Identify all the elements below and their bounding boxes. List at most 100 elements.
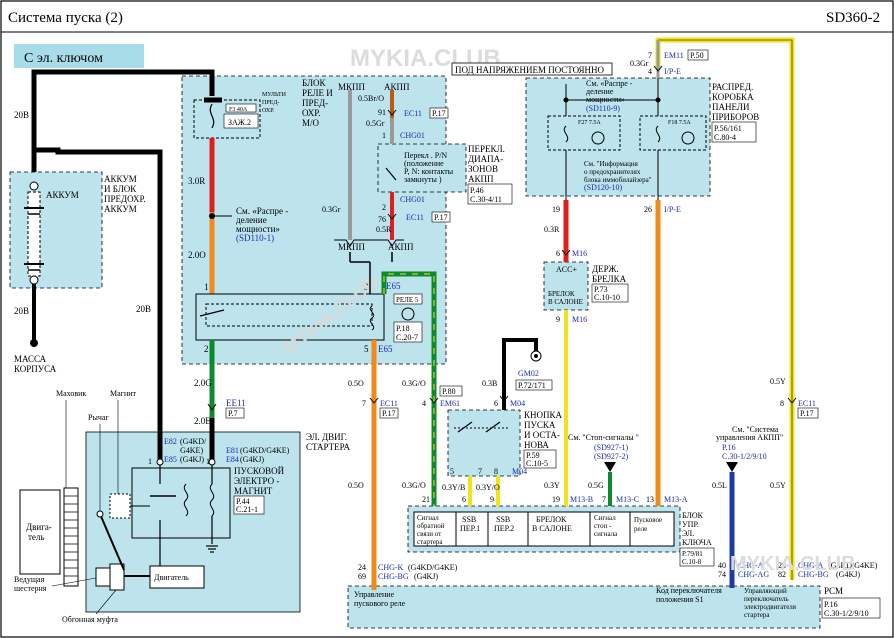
conn-ec11-pcm-ref: P.17	[800, 409, 814, 418]
wire-label-0.3b: 0.3B	[482, 379, 497, 388]
inhibitor-name-3: ЗОНОВ	[468, 164, 498, 174]
stop-group: См. "Стоп-сигналы " (SD927-1) (SD927-2) …	[568, 433, 688, 506]
conn-e82: E82	[164, 437, 177, 446]
relay5-ref-2: C.20-7	[396, 333, 418, 342]
conn-m13b: M13-B	[570, 495, 593, 504]
instrument-ref-2: C.80-4	[714, 133, 736, 142]
pin-5-button: 5	[450, 467, 454, 476]
conn-chg01-bottom: CHG01	[400, 195, 425, 204]
fuse-rating-box	[225, 103, 257, 113]
fob-in-car-2: В САЛОНЕ	[548, 298, 583, 306]
wire-0.5y-outline	[658, 39, 793, 580]
start-button-box	[447, 409, 521, 477]
fob-ref-1: P.73	[594, 285, 608, 294]
pin-7-button: 7	[478, 467, 482, 476]
battery-box-label-1: АККУМ	[104, 174, 137, 184]
fuse-f27-label: F27 7.5A	[578, 120, 601, 126]
button-ref-2: C.10-5	[526, 459, 548, 468]
battery-box-label-3: ПРЕДОХР.	[104, 194, 146, 204]
pinion-gear	[95, 567, 111, 587]
stop-arrow-icon	[604, 462, 616, 472]
instrument-name-4: ПРИБОРОВ	[712, 112, 759, 122]
battery-label: АККУМ	[46, 190, 79, 200]
conn-chg-ag: CHG-AG	[738, 570, 769, 579]
lever-label: Рычаг	[88, 413, 109, 422]
ecu-cell-5-line-3: сигнала	[594, 530, 618, 538]
clutch-label: Обгонная муфта	[62, 615, 118, 624]
battery-terminal-bottom	[29, 275, 39, 285]
ecu-cell-2-line-2: ПЕР.1	[460, 524, 480, 533]
wire-0.3g-o-stripe	[383, 273, 435, 506]
instrument-see-2: деление	[586, 87, 614, 96]
battery-group: АККУМ АККУМ И БЛОК ПРЕДОХР. АККУМ МАССА …	[14, 69, 215, 460]
start-button-group: GM02 P.72/171 0.3B 6 M04 КНОПКА ПУСКА И …	[442, 338, 563, 506]
button-name-1: КНОПКА	[524, 410, 563, 420]
conn-ec11-pcm: EC11	[798, 399, 816, 408]
wire-battery-starter	[34, 147, 163, 460]
pin-6-button: 6	[494, 399, 498, 408]
fuse-f18-box	[639, 115, 707, 151]
relay5-icon	[401, 307, 415, 321]
wire-0.3b	[502, 338, 538, 410]
relay-block-label-5: М/О	[302, 118, 320, 128]
fuse-f27-icon	[591, 131, 605, 145]
conn-e65-top: E65	[386, 281, 401, 291]
pin-21: 21	[422, 495, 430, 504]
pinion-leader	[51, 577, 97, 587]
instrument-name-2: КОРОБКА	[712, 92, 754, 102]
wire-label-0.5o-a: 0.5O	[348, 379, 364, 388]
ecu-ref-1: P.79/81	[682, 550, 703, 558]
pin-82: 82	[778, 570, 786, 579]
inhibitor-name-1: ПЕРЕКЛ.	[468, 144, 505, 154]
inhibitor-ref-1: P.46	[470, 186, 484, 195]
starter-pin-battery: 1	[148, 457, 152, 466]
ecu-inner	[413, 511, 675, 547]
engine-label-1: Двига-	[26, 522, 52, 532]
pin-7-lower: 7	[362, 399, 366, 408]
conn-chg-k-engine: (G4KD/G4KE)	[408, 563, 458, 572]
solenoid-box	[131, 467, 231, 539]
pin-91: 91	[378, 108, 386, 117]
inhibitor-switch-3: P, N: контакты	[404, 167, 454, 176]
solenoid-ref-1: P.44	[236, 497, 250, 506]
pin-74: 74	[718, 570, 726, 579]
see-power-1: См. «Распре -	[236, 206, 288, 216]
ecu-cell-4-line-1: БРЕЛОК	[536, 515, 567, 524]
pcm-ref-box	[821, 597, 881, 619]
conn-chg-a2: CHG-A	[798, 561, 824, 570]
conn-chg-k: CHG-K	[378, 563, 404, 572]
inhibitor-ref-2: C.30-4/11	[470, 195, 502, 204]
pcm-see-1: См. "Система	[732, 425, 779, 434]
ecu-name-2: УПР.	[682, 520, 699, 529]
wire-label-2.0b: 2.0B	[194, 416, 211, 426]
starter-name-2: СТАРТЕРА	[306, 442, 351, 452]
fob-ref-2: C.10-10	[594, 293, 620, 302]
conn-m04-bottom: M04	[512, 467, 527, 476]
conn-e81: E81	[226, 446, 239, 455]
conn-m13c: M13-C	[616, 495, 639, 504]
pcm-ec11-chevron	[787, 397, 797, 404]
connector-ee11-chevron	[207, 403, 217, 411]
fuse-f27-box	[547, 115, 621, 151]
relay-pin-5: 5	[364, 344, 369, 354]
magnet-plunger	[109, 493, 131, 519]
motor-box	[149, 565, 205, 589]
fob-group: 0.3R 6 M16 ACC+ БРЕЛОК В САЛОНЕ ДЕРЖ. БР…	[544, 225, 629, 506]
ground-label-2: КОРПУСА	[14, 364, 57, 374]
wire-label-0.3gr: 0.3Gr	[322, 205, 341, 214]
conn-ec11-top-ref: P.17	[432, 109, 446, 118]
conn-em61-ref: P.80	[442, 387, 456, 396]
fuse-f27-symbol	[563, 125, 569, 143]
wire-label-0.3gr-ipe: 0.3Gr	[630, 59, 649, 68]
inhibitor-name-4: АКПП	[468, 174, 494, 184]
pin-19-ecu: 19	[552, 495, 560, 504]
key-label: С эл. ключом	[24, 51, 103, 66]
fuse-f18-symbol	[655, 125, 661, 143]
instrument-see-ref: (SD110-9)	[586, 104, 620, 113]
inhibitor-group: МКПП АКПП МКПП АКПП 0.5Br/O 0.5Gr 0.5R 0…	[322, 82, 513, 294]
conn-e82-engine-1: (G4KD/	[180, 437, 207, 446]
wire-label-0.5br-o: 0.5Br/O	[358, 94, 384, 103]
multi-label-2: ПРЕД-	[262, 100, 279, 106]
solenoid-ref-2: C.21-1	[236, 505, 258, 514]
